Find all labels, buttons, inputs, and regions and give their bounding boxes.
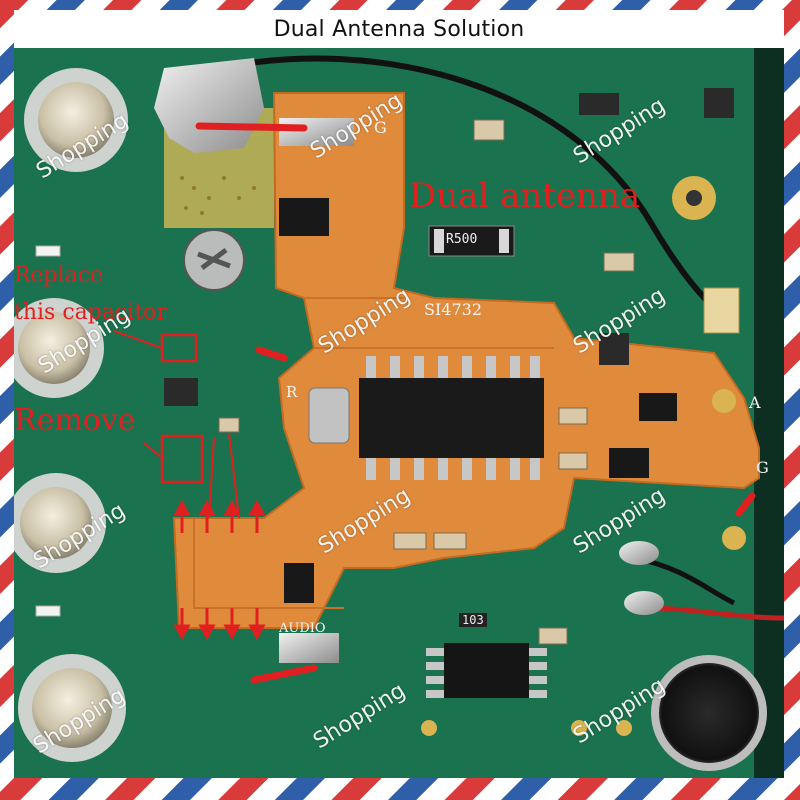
small-ic <box>639 393 677 421</box>
board-right-edge <box>754 48 784 778</box>
pcb-photo: SI4732 R500 AUDIO 103 R A G G Dual anten… <box>14 48 784 778</box>
title-bar: Dual Antenna Solution <box>14 10 784 48</box>
ic-103-label: 103 <box>459 613 487 627</box>
replace-label-line1: Replace <box>14 263 104 288</box>
keypad-contacts <box>14 68 128 762</box>
led <box>35 605 61 617</box>
solder-blob <box>279 633 339 663</box>
ic-103 <box>444 643 529 698</box>
dual-antenna-label: Dual antenna <box>409 176 641 216</box>
antenna-wire <box>248 55 717 311</box>
pad-r-label: R <box>286 383 298 401</box>
led <box>35 245 61 257</box>
small-ic <box>609 448 649 478</box>
chip-si4732-label: SI4732 <box>424 300 482 319</box>
pcb-illustration <box>14 48 784 778</box>
audio-label: AUDIO <box>279 621 326 636</box>
replace-label-line2: this capacitor <box>14 300 167 325</box>
crystal <box>308 387 350 444</box>
transistor <box>279 198 329 236</box>
solder-blob <box>279 118 354 146</box>
pad-a-label: A <box>749 393 761 412</box>
pad-g-top-label: G <box>374 118 387 137</box>
solder-blob <box>154 58 264 153</box>
pad-g-right-label: G <box>756 458 769 477</box>
antenna-connector <box>703 287 740 334</box>
small-ic <box>284 563 314 603</box>
remove-label: Remove <box>14 403 136 438</box>
annotation-marks <box>195 122 756 684</box>
resistor-code-label: R500 <box>446 232 478 247</box>
si4732-chip <box>359 378 544 458</box>
page-title: Dual Antenna Solution <box>273 16 525 42</box>
